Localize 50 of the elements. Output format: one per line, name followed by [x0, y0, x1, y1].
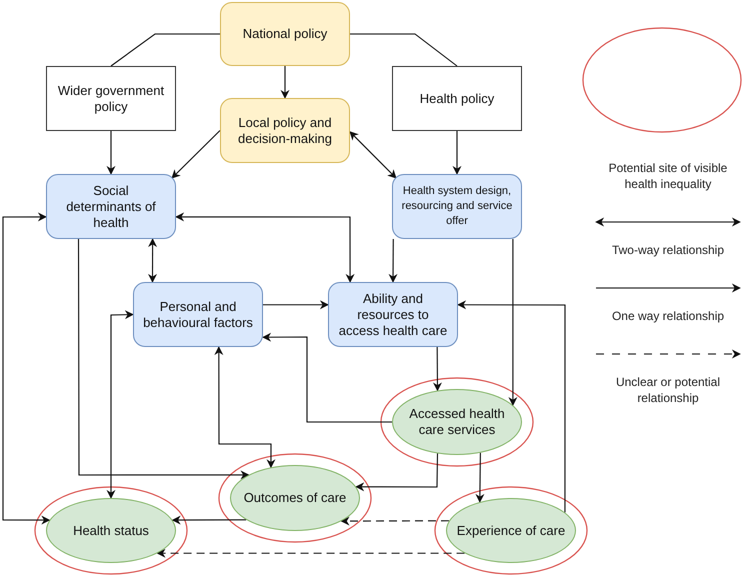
node-label: Wider government policy	[56, 82, 166, 114]
arrow	[432, 347, 442, 392]
arrow	[148, 238, 158, 283]
arrow	[388, 239, 398, 283]
arrow	[355, 453, 438, 492]
arrow	[172, 516, 246, 525]
policy-box	[46, 66, 176, 131]
outcome-ellipse	[230, 465, 360, 531]
arrow	[340, 516, 449, 526]
arrow	[280, 66, 290, 99]
node-label: Personal and behavioural factors	[142, 298, 254, 330]
arrow	[2, 212, 50, 525]
arrow	[214, 346, 276, 468]
arrow	[508, 239, 518, 406]
node-label: Experience of care	[456, 522, 566, 538]
arrow	[106, 310, 134, 499]
arrow	[349, 131, 397, 179]
legend-label: Two-way relationship	[610, 242, 726, 258]
node-label: Health status	[73, 522, 149, 538]
outcome-ellipse	[392, 389, 522, 455]
arrow	[171, 130, 220, 179]
outcome-ellipse	[446, 498, 576, 563]
policy-box	[220, 98, 350, 163]
node-label: Local policy and decision-making	[237, 114, 333, 146]
node-label: Health policy	[420, 90, 494, 106]
node-label: Accessed health care services	[408, 406, 506, 438]
legend-label: Potential site of visible health inequality	[608, 160, 728, 192]
policy-box	[220, 2, 350, 66]
process-box	[46, 174, 176, 239]
arrow	[262, 332, 392, 423]
node-label: Health system design, resourcing and service offer	[401, 184, 513, 229]
process-box	[133, 282, 263, 347]
arrow	[78, 239, 250, 480]
policy-box	[392, 66, 522, 131]
node-label: Outcomes of care	[244, 490, 346, 506]
process-box	[328, 282, 458, 347]
node-label: Social determinants of health	[65, 182, 157, 230]
arrow	[452, 131, 462, 175]
node-label: Ability and resources to access health care	[338, 290, 448, 338]
arrow	[263, 300, 329, 310]
node-label: National policy	[242, 26, 328, 42]
legend-label: One way relationship	[610, 308, 726, 324]
arrow	[106, 131, 116, 175]
outcome-ellipse	[46, 498, 176, 563]
arrow	[457, 300, 566, 512]
arrow	[175, 212, 355, 283]
process-box	[392, 174, 522, 239]
arrow	[475, 452, 484, 503]
arrow	[156, 548, 465, 558]
legend-label: Unclear or potential relationship	[614, 374, 722, 406]
